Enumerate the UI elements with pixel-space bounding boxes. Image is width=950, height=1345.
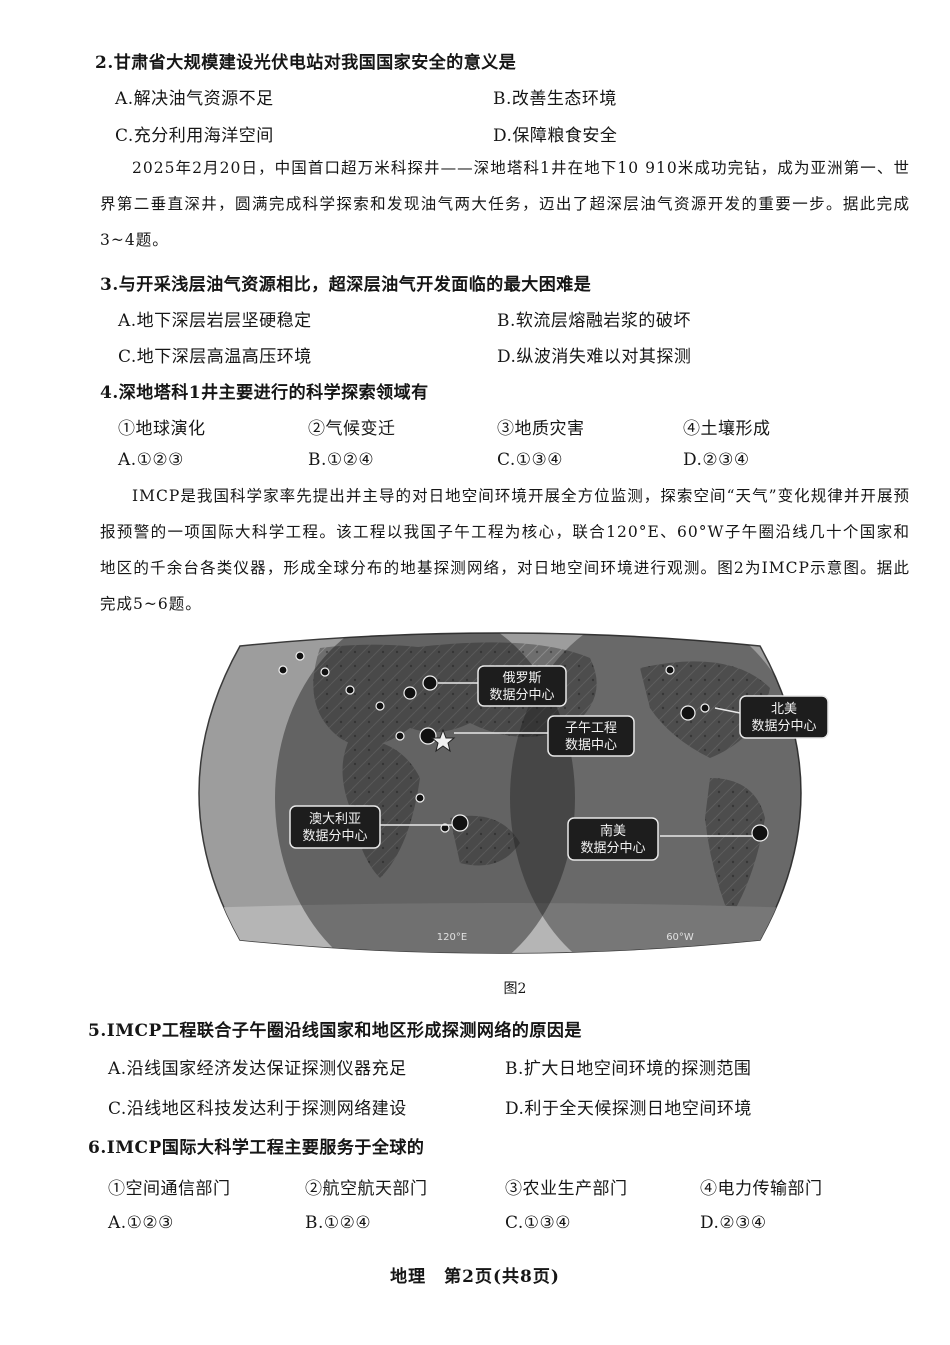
q6-item-3: ③农业生产部门 bbox=[505, 1179, 628, 1199]
q4-option-d[interactable]: D.②③④ bbox=[683, 450, 750, 470]
label-australia-data-center: 澳大利亚 数据分中心 bbox=[289, 805, 381, 849]
label-meridian-line2: 数据中心 bbox=[565, 738, 617, 753]
passage-deep-well-text: 2025年2月20日，中国首口超万米科探井——深地塔科1井在地下10 910米成… bbox=[100, 159, 910, 249]
label-russia-line2: 数据分中心 bbox=[489, 688, 554, 703]
q2-stem: 2.甘肃省大规模建设光伏电站对我国国家安全的意义是 bbox=[95, 53, 517, 73]
passage-imcp: IMCP是我国科学家率先提出并主导的对日地空间环境开展全方位监测，探索空间“天气… bbox=[100, 478, 910, 622]
land-south-america bbox=[705, 778, 765, 918]
imcp-world-map: 俄罗斯 数据分中心 子午工程 数据中心 北美 数据分中心 澳大利亚 数据分中心 … bbox=[170, 628, 830, 958]
label-meridian-data-center: 子午工程 数据中心 bbox=[547, 715, 635, 757]
passage-imcp-text: IMCP是我国科学家率先提出并主导的对日地空间环境开展全方位监测，探索空间“天气… bbox=[100, 487, 910, 613]
label-russia-line1: 俄罗斯 bbox=[502, 671, 541, 686]
label-australia-line2: 数据分中心 bbox=[302, 829, 367, 844]
meridian-label-right: 60°W bbox=[666, 932, 694, 943]
q6-stem: 6.IMCP国际大科学工程主要服务于全球的 bbox=[88, 1138, 425, 1158]
q4-option-c[interactable]: C.①③④ bbox=[497, 450, 564, 470]
station-markers bbox=[278, 651, 769, 842]
q6-item-4: ④电力传输部门 bbox=[700, 1179, 823, 1199]
q6-item-1: ①空间通信部门 bbox=[108, 1179, 231, 1199]
q3-option-b[interactable]: B.软流层熔融岩浆的破坏 bbox=[497, 311, 691, 331]
q4-item-3: ③地质灾害 bbox=[497, 419, 585, 439]
q6-option-b[interactable]: B.①②④ bbox=[305, 1213, 372, 1233]
q5-option-a[interactable]: A.沿线国家经济发达保证探测仪器充足 bbox=[108, 1059, 407, 1079]
q4-item-2: ②气候变迁 bbox=[308, 419, 396, 439]
label-north-america-line2: 数据分中心 bbox=[751, 719, 816, 734]
label-russia-data-center: 俄罗斯 数据分中心 bbox=[477, 665, 567, 707]
q3-option-a[interactable]: A.地下深层岩层坚硬稳定 bbox=[118, 311, 312, 331]
map-svg: 俄罗斯 数据分中心 子午工程 数据中心 北美 数据分中心 澳大利亚 数据分中心 … bbox=[198, 632, 829, 954]
label-south-america-line2: 数据分中心 bbox=[580, 841, 645, 856]
label-meridian-line1: 子午工程 bbox=[565, 721, 617, 736]
q6-item-2: ②航空航天部门 bbox=[305, 1179, 428, 1199]
figure-caption: 图2 bbox=[503, 981, 527, 997]
page-footer: 地理 第2页(共8页) bbox=[390, 1267, 560, 1287]
q3-stem: 3.与开采浅层油气资源相比，超深层油气开发面临的最大困难是 bbox=[100, 275, 592, 295]
q5-option-b[interactable]: B.扩大日地空间环境的探测范围 bbox=[505, 1059, 752, 1079]
label-australia-line1: 澳大利亚 bbox=[309, 811, 361, 827]
q4-item-4: ④土壤形成 bbox=[683, 419, 771, 439]
q6-option-c[interactable]: C.①③④ bbox=[505, 1213, 572, 1233]
land-australia bbox=[450, 815, 520, 866]
passage-deep-well: 2025年2月20日，中国首口超万米科探井——深地塔科1井在地下10 910米成… bbox=[100, 150, 910, 258]
label-connectors bbox=[380, 682, 752, 837]
label-north-america-data-center: 北美 数据分中心 bbox=[739, 695, 829, 739]
q2-option-b[interactable]: B.改善生态环境 bbox=[493, 89, 617, 109]
meridian-project-star-icon bbox=[430, 728, 456, 753]
meridian-label-left: 120°E bbox=[437, 932, 467, 943]
q2-option-a[interactable]: A.解决油气资源不足 bbox=[115, 89, 274, 109]
label-south-america-line1: 南美 bbox=[600, 823, 626, 839]
q6-option-d[interactable]: D.②③④ bbox=[700, 1213, 767, 1233]
q5-option-c[interactable]: C.沿线地区科技发达利于探测网络建设 bbox=[108, 1099, 407, 1119]
label-south-america-data-center: 南美 数据分中心 bbox=[567, 817, 659, 861]
q2-option-c[interactable]: C.充分利用海洋空间 bbox=[115, 126, 274, 146]
q4-item-1: ①地球演化 bbox=[118, 419, 206, 439]
q3-option-c[interactable]: C.地下深层高温高压环境 bbox=[118, 347, 312, 367]
q4-stem: 4.深地塔科1井主要进行的科学探索领域有 bbox=[100, 383, 429, 403]
land-antarctica bbox=[200, 903, 800, 953]
q2-option-d[interactable]: D.保障粮食安全 bbox=[493, 126, 618, 146]
q3-option-d[interactable]: D.纵波消失难以对其探测 bbox=[497, 347, 692, 367]
q6-option-a[interactable]: A.①②③ bbox=[108, 1213, 174, 1233]
q4-option-b[interactable]: B.①②④ bbox=[308, 450, 375, 470]
band-60w bbox=[510, 633, 801, 953]
q5-option-d[interactable]: D.利于全天候探测日地空间环境 bbox=[505, 1099, 752, 1119]
q4-option-a[interactable]: A.①②③ bbox=[118, 450, 184, 470]
q5-stem: 5.IMCP工程联合子午圈沿线国家和地区形成探测网络的原因是 bbox=[88, 1021, 582, 1041]
label-north-america-line1: 北美 bbox=[771, 702, 797, 717]
